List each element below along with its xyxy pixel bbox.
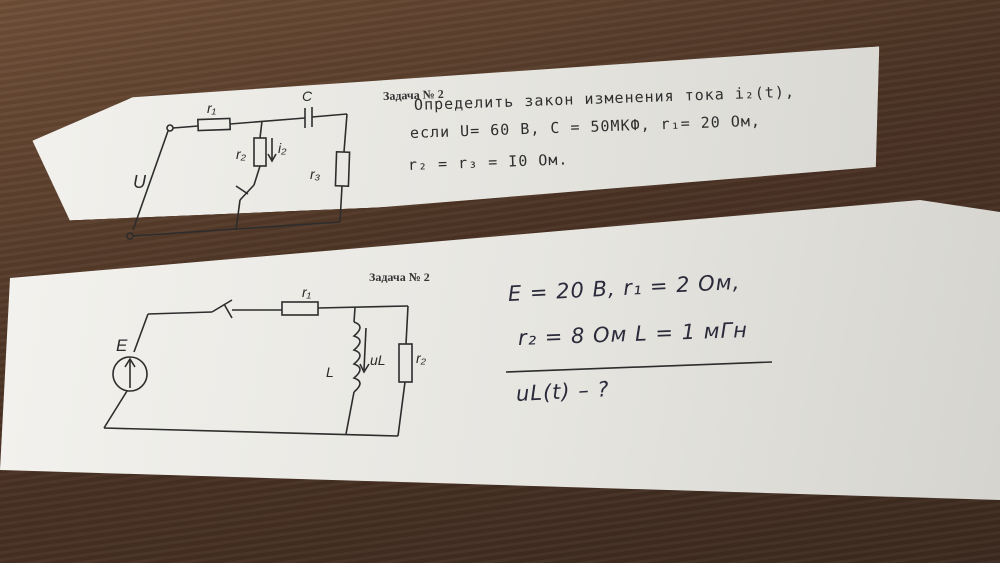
problem2-question: uL(t) – ? xyxy=(515,377,611,406)
label-capacitor: C xyxy=(302,88,313,104)
label-r1: r₁ xyxy=(207,100,217,116)
problem2-heading: Задача № 2 xyxy=(369,270,430,284)
label-inductance-l: L xyxy=(326,364,334,380)
label-r2: r₂ xyxy=(236,146,247,162)
label-r3: r₃ xyxy=(310,166,321,182)
label-voltage-u: U xyxy=(133,172,146,192)
label-voltage-ul: uL xyxy=(370,352,386,368)
label-r1-2: r₁ xyxy=(302,284,312,300)
label-emf-e: E xyxy=(116,336,128,355)
label-r2-2: r₂ xyxy=(416,350,427,366)
label-i2: i₂ xyxy=(278,140,287,156)
